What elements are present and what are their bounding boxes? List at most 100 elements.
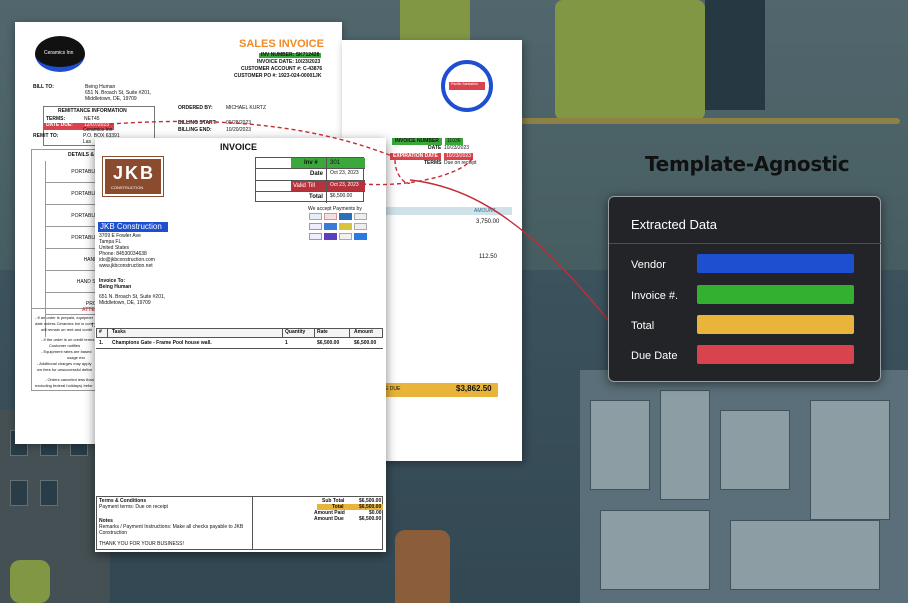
doc-title: SALES INVOICE [239, 38, 324, 50]
field-label-total: Total [631, 320, 655, 332]
date-due-value: 12/07/2023 [84, 122, 110, 128]
invoice-bar [697, 285, 854, 304]
invoice-to-line: Being Human [99, 284, 132, 290]
logo-text: JKB [113, 163, 156, 183]
th-rate: Rate [317, 329, 328, 335]
valid-till-value: Oct 23, 2023 [330, 182, 359, 188]
footer-section: Terms & Conditions Payment terms: Due on… [96, 496, 383, 550]
payments-label: We accept Payments by [308, 206, 362, 212]
note-line: Customer notifies [49, 343, 81, 348]
ceramics-logo: Ceramics Inn [35, 36, 85, 72]
company-line: 3709 E Fowler Ave [99, 233, 141, 239]
expiration-value: 10/23/2023 [444, 153, 474, 160]
inv-label: Inv # [304, 160, 318, 166]
total-bar [697, 315, 854, 334]
note-line: - If the order is on credit terms [41, 337, 95, 342]
amount-due-label: Amount Due [314, 516, 344, 522]
amount-due-value: $6,500.00 [359, 516, 382, 522]
th-quantity: Quantity [285, 329, 306, 335]
jkb-logo: JKB CONSTRUCTION [102, 156, 164, 197]
terms-label: TERMS [424, 160, 442, 166]
total-value: $6,500.00 [359, 504, 382, 510]
invoice-to-line: Middletown, DE, 19709 [99, 300, 151, 306]
note-line: nw fees for unsuccessful delive [37, 367, 93, 372]
terms-text: Payment terms: Due on receipt [99, 504, 168, 510]
invoice-to-line: 651 N. Broach St, Suite #201, [99, 294, 166, 300]
panel-title: Extracted Data [631, 217, 717, 232]
terms-value: NET45 [84, 116, 100, 122]
company-line: United States [99, 245, 130, 251]
amount-paid-label: Amount Paid [314, 510, 345, 516]
company-line: Tampa FL [99, 239, 122, 245]
invoice-number-value: 11036 [445, 138, 463, 145]
date-label: DATE [428, 145, 442, 151]
logo-text: Ceramics Inn [44, 50, 74, 56]
note-line: usage exc [67, 355, 86, 360]
customer-po: CUSTOMER PO #: 1923-024-00001JK [234, 73, 322, 79]
terms-title: Terms & Conditions [99, 498, 147, 504]
remit-to-label: REMIT TO: [33, 133, 59, 139]
note-line: excluding federal holidays) befor [35, 383, 93, 388]
notes-line: Construction [99, 530, 128, 536]
due-date-bar [697, 345, 854, 364]
ordered-by-value: MICHAEL KURTZ [226, 105, 267, 111]
terms-value: Due on receipt [444, 160, 477, 166]
row-task: Champions Gate - Frame Pool house wall. [112, 340, 212, 346]
note-line: date unless Ceramics Inn is cont [35, 321, 93, 326]
extracted-data-panel: Extracted Data Vendor Invoice #. Total D… [608, 196, 882, 382]
row-rate: $6,500.00 [317, 340, 340, 346]
row-quantity: 1 [285, 340, 288, 346]
date-label: Date [310, 171, 324, 177]
stripe-icon [309, 233, 322, 240]
amount-value: 3,750.00 [476, 219, 500, 225]
summary-table: Inv # 301 Date Oct 23, 2023 Valid Till O… [255, 157, 365, 203]
billing-start-label: BILLING START: [178, 120, 217, 126]
row-number: 1. [99, 340, 104, 346]
notes-line: Remarks / Payment Instructions: Make all… [99, 524, 244, 530]
sub-total-value: $6,500.00 [359, 498, 382, 504]
bill-to-line: Being Human [85, 84, 116, 90]
tasks-table: # Tasks Quantity Rate Amount 1. Champion… [96, 328, 383, 350]
applepay-icon [354, 233, 367, 240]
amount-paid-value: $0.00 [369, 510, 382, 516]
logo-text: Pacific Sanitation [451, 82, 478, 86]
billing-end-value: 10/20/2023 [226, 127, 252, 133]
note-line: - If an order is prepaid, equipmer [35, 315, 94, 320]
details-header: DETAILS & [68, 152, 95, 158]
balance-value: $3,862.50 [456, 384, 492, 393]
amount-value: 112.50 [479, 254, 497, 260]
amex-icon [339, 213, 352, 220]
note-line: will remain on rent and contir [41, 327, 93, 332]
valid-till-label: Valid Till [293, 183, 315, 189]
total-label: Total [332, 504, 344, 510]
mastercard-icon [324, 213, 337, 220]
thanks-text: THANK YOU FOR YOUR BUSINESS! [99, 541, 184, 547]
headline: Template-Agnostic [645, 152, 850, 176]
field-label-due-date: Due Date [631, 350, 678, 362]
date-due-label: DATE DUE: [44, 123, 114, 130]
company-name: JKB Construction [98, 222, 168, 232]
construction-invoice-document: INVOICE JKB CONSTRUCTION Inv # 301 Date … [95, 138, 386, 552]
ordered-by-label: ORDERED BY: [178, 105, 213, 111]
customer-account: CUSTOMER ACCOUNT #: C-43876 [241, 66, 323, 72]
payment-icons [309, 213, 381, 243]
total-label: Total [309, 194, 323, 200]
billing-end-label: BILLING END: [178, 127, 212, 133]
note-line: - Equipment rates are based [41, 349, 92, 354]
field-label-vendor: Vendor [631, 259, 666, 271]
sub-total-label: Sub Total [322, 498, 345, 504]
gpay-icon [339, 223, 352, 230]
zelle-icon [324, 233, 337, 240]
pay-icon [339, 233, 352, 240]
bill-to-label: BILL TO: [33, 84, 54, 90]
terms-label: TERMS: [46, 116, 66, 122]
pacific-logo: Pacific Sanitation [441, 60, 493, 112]
billing-start-value: 09/28/2023 [226, 120, 252, 126]
date-value: 10/23/2023 [444, 145, 470, 151]
logo-subtext: CONSTRUCTION [111, 185, 144, 190]
invoice-number-label: INVOICE NUMBER [392, 138, 442, 145]
invoice-date: INVOICE DATE: 10/23/2023 [257, 59, 321, 65]
expiration-label: EXPIRATION DATE [390, 153, 441, 160]
note-line: - Orders canceled less than [45, 377, 94, 382]
th-tasks: Tasks [112, 329, 126, 335]
